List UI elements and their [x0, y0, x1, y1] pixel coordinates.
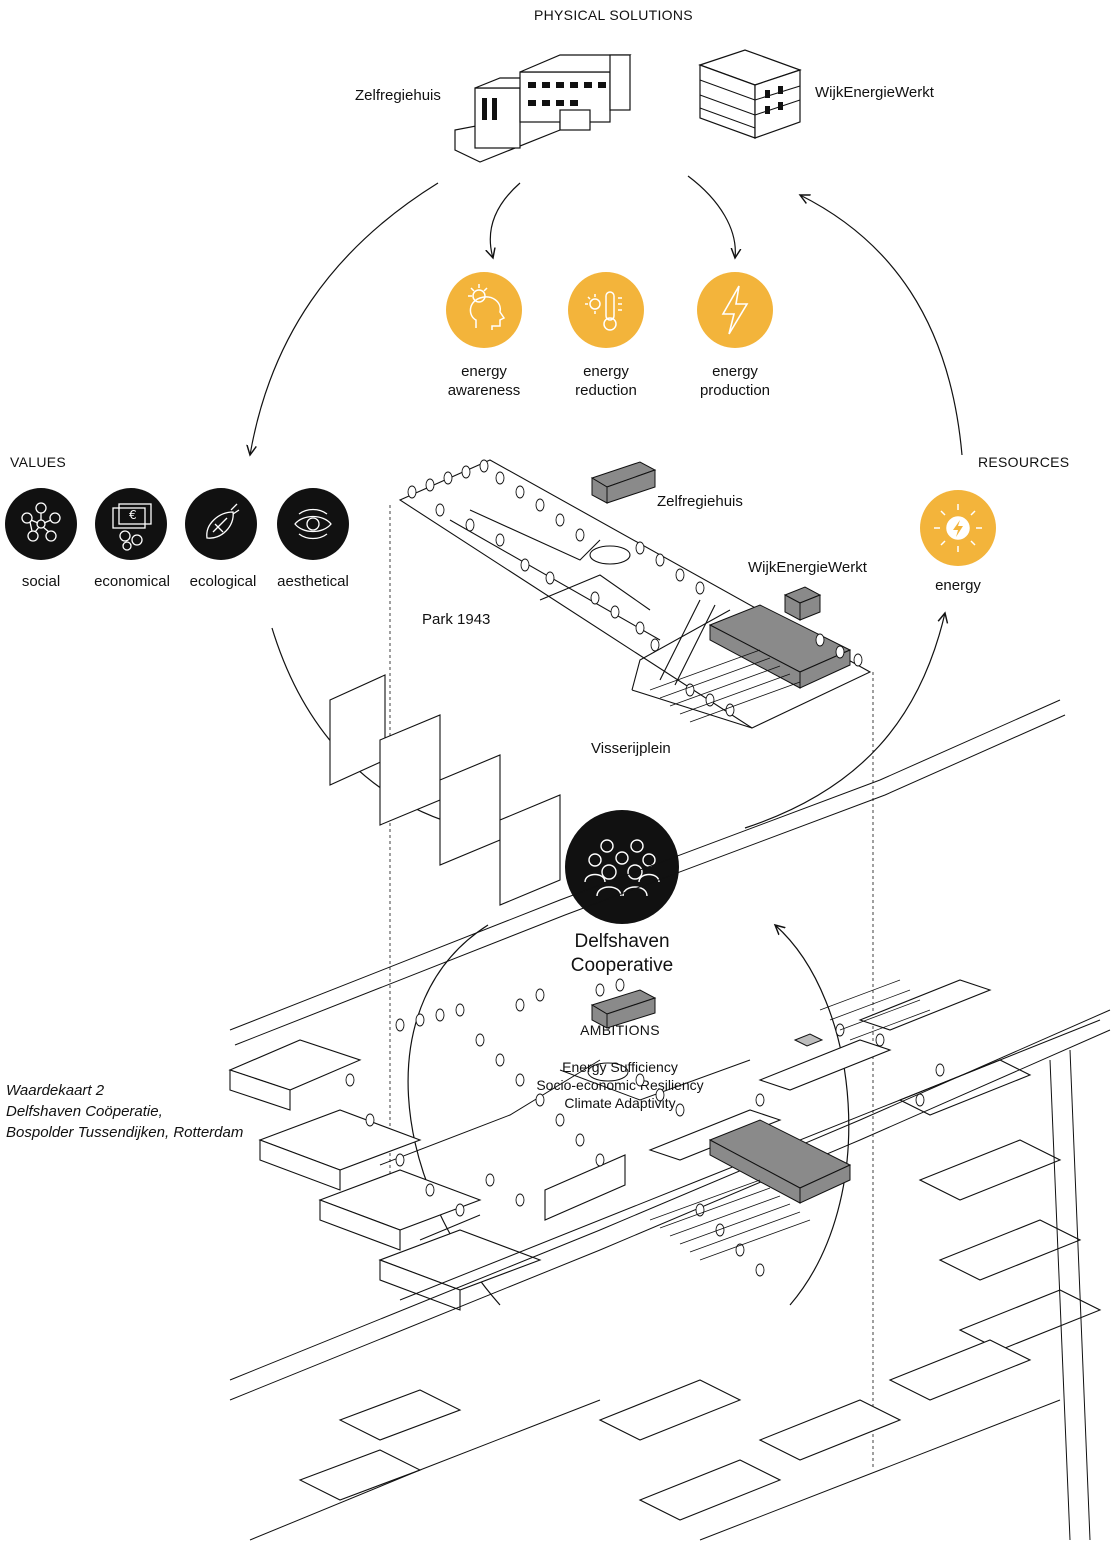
- bee-icon: [206, 503, 240, 539]
- arrow-wijk-to-production: [687, 175, 735, 258]
- heading-ambitions: AMBITIONS: [580, 1022, 660, 1038]
- arrow-coop-to-resources: [744, 613, 945, 829]
- arrow-physical-to-values: [250, 182, 439, 455]
- heading-physical-solutions: PHYSICAL SOLUTIONS: [534, 7, 693, 23]
- ecological-label: ecological: [189, 573, 257, 590]
- energy-production-icon: [697, 272, 773, 348]
- people-group-icon: [584, 839, 660, 897]
- social-label: social: [21, 573, 61, 590]
- euro-coins-icon: €: [112, 503, 152, 551]
- ambition-item: Energy Sufficiency: [562, 1059, 678, 1075]
- energy-reduction-icon: [568, 272, 644, 348]
- svg-text:€: €: [129, 508, 137, 522]
- ambitions-list: Energy Sufficiency Socio-economic Resili…: [500, 1058, 740, 1112]
- map-label-park: Park 1943: [422, 611, 491, 628]
- cooperative-icon: [565, 810, 679, 924]
- ecological-value-icon: [185, 488, 257, 560]
- resources-energy-label: energy: [935, 577, 981, 594]
- heading-resources: RESOURCES: [978, 454, 1070, 470]
- map-label-wijkenergiewerkt: WijkEnergieWerkt: [748, 559, 867, 576]
- energy-awareness-icon: [446, 272, 522, 348]
- economical-label: economical: [94, 573, 170, 590]
- thermometer-sun-icon: [585, 291, 622, 331]
- arrow-zelf-to-awareness: [490, 182, 521, 258]
- arrow-resources-to-physical: [800, 195, 963, 456]
- label-wijkenergiewerkt: WijkEnergieWerkt: [815, 84, 934, 101]
- ambition-item: Climate Adaptivity: [564, 1095, 676, 1111]
- lightbulb-head-icon: [468, 284, 506, 330]
- social-value-icon: [5, 488, 77, 560]
- economical-value-icon: €: [95, 488, 167, 560]
- aesthetical-value-icon: [277, 488, 349, 560]
- network-icon: [21, 502, 61, 542]
- resources-energy-icon: [920, 490, 996, 566]
- map-label-visserijplein: Visserijplein: [591, 740, 671, 757]
- ambition-item: Socio-economic Resiliency: [536, 1077, 704, 1093]
- map-label-zelfregiehuis: Zelfregiehuis: [657, 493, 743, 510]
- label-zelfregiehuis: Zelfregiehuis: [355, 87, 441, 104]
- aesthetical-label: aesthetical: [277, 573, 349, 590]
- lightning-bolt-icon: [721, 285, 749, 335]
- arrow-map-to-coop: [775, 925, 850, 1306]
- heading-values: VALUES: [10, 454, 67, 470]
- eye-icon: [294, 508, 332, 540]
- sun-bolt-icon: [934, 504, 982, 552]
